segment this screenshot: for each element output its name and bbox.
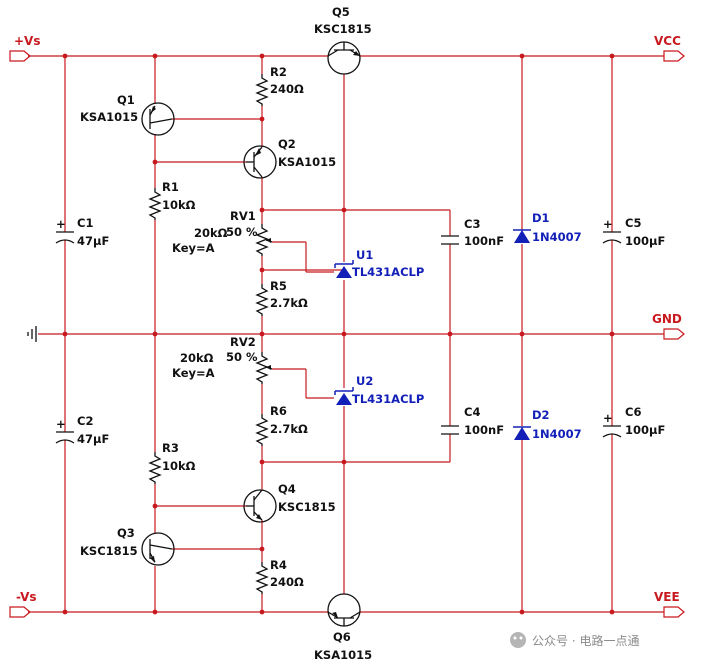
d1-ref: D1 (532, 211, 550, 225)
c1-ref: C1 (77, 216, 93, 230)
u2-ref: U2 (356, 374, 373, 388)
c6-value: 100µF (625, 423, 665, 437)
resistor-r5: R5 2.7kΩ (255, 279, 308, 316)
junctions (62, 53, 615, 615)
transistor-q3: Q3 KSC1815 (80, 526, 175, 566)
rv2-percent: 50 % (226, 350, 258, 364)
q6-part: KSA1015 (314, 648, 372, 662)
q3-ref: Q3 (117, 526, 135, 540)
svg-text:+: + (56, 217, 66, 231)
c3-value: 100nF (464, 234, 504, 248)
potentiometer-rv1: RV1 20kΩ 50 % Key=A (172, 209, 273, 256)
c2-ref: C2 (77, 414, 93, 428)
r1-ref: R1 (162, 180, 179, 194)
q5-part: KSC1815 (314, 22, 372, 36)
net-label-vs-neg: -Vs (16, 590, 37, 604)
q3-part: KSC1815 (80, 544, 138, 558)
q4-ref: Q4 (278, 482, 296, 496)
r5-value: 2.7kΩ (270, 296, 308, 310)
net-label-vee: VEE (654, 590, 680, 604)
watermark-text: 公众号 · 电路一点通 (532, 633, 639, 648)
transistor-q2: Q2 KSA1015 (243, 137, 336, 179)
q2-part: KSA1015 (278, 155, 336, 169)
capacitor-c3: C3 100nF (441, 217, 504, 248)
svg-text:+: + (603, 217, 613, 231)
c1-value: 47µF (77, 234, 109, 248)
port-vs-neg: -Vs (9, 590, 37, 618)
d2-ref: D2 (532, 408, 550, 422)
rv2-key: Key=A (172, 366, 215, 380)
r3-value: 10kΩ (162, 459, 196, 473)
diode-d2: D2 1N4007 (513, 408, 582, 441)
port-vee: VEE (654, 590, 685, 618)
u1-ref: U1 (356, 248, 373, 262)
port-vcc: VCC (654, 34, 685, 62)
q2-ref: Q2 (278, 137, 296, 151)
port-vs-pos: +Vs (9, 34, 40, 62)
c4-ref: C4 (464, 405, 480, 419)
watermark: 公众号 · 电路一点通 (510, 632, 639, 648)
u1-part: TL431ACLP (352, 265, 424, 279)
rv1-value: 20kΩ (194, 226, 228, 240)
resistor-r3: R3 10kΩ (148, 441, 196, 484)
c5-value: 100µF (625, 234, 665, 248)
transistor-q6: Q6 KSA1015 (314, 593, 372, 662)
rv2-ref: RV2 (230, 335, 256, 349)
capacitor-c2: + C2 47µF (55, 414, 109, 446)
svg-text:+: + (603, 411, 613, 425)
ground-icon (27, 326, 37, 342)
d1-part: 1N4007 (532, 230, 582, 244)
shunt-regulator-u2: U2 TL431ACLP (334, 374, 424, 406)
potentiometer-rv2: RV2 20kΩ 50 % Key=A (172, 335, 273, 384)
r6-value: 2.7kΩ (270, 422, 308, 436)
resistor-r1: R1 10kΩ (148, 180, 196, 220)
r4-value: 240Ω (270, 575, 304, 589)
port-gnd: GND (652, 312, 685, 340)
net-label-vcc: VCC (654, 34, 681, 48)
r2-ref: R2 (270, 65, 287, 79)
r3-ref: R3 (162, 441, 179, 455)
r2-value: 240Ω (270, 82, 304, 96)
r6-ref: R6 (270, 404, 287, 418)
svg-text:+: + (56, 417, 66, 431)
transistor-q5: Q5 KSC1815 (314, 5, 372, 75)
c5-ref: C5 (625, 216, 641, 230)
c4-value: 100nF (464, 423, 504, 437)
diode-d1: D1 1N4007 (513, 211, 582, 244)
c6-ref: C6 (625, 405, 641, 419)
wires (28, 55, 664, 613)
resistor-r2: R2 240Ω (255, 65, 304, 106)
transistor-q1: Q1 KSA1015 (80, 93, 175, 136)
net-label-gnd: GND (652, 312, 682, 326)
rv2-value: 20kΩ (180, 351, 214, 365)
transistor-q4: Q4 KSC1815 (243, 482, 336, 523)
r1-value: 10kΩ (162, 198, 196, 212)
q6-ref: Q6 (333, 630, 351, 644)
resistor-r6: R6 2.7kΩ (255, 404, 308, 446)
net-label-vs-pos: +Vs (14, 34, 40, 48)
q5-ref: Q5 (332, 5, 350, 19)
capacitor-c6: + C6 100µF (602, 405, 665, 438)
q1-ref: Q1 (117, 93, 135, 107)
r4-ref: R4 (270, 558, 287, 572)
capacitor-c5: + C5 100µF (602, 216, 665, 248)
rv1-key: Key=A (172, 241, 215, 255)
r5-ref: R5 (270, 279, 287, 293)
resistor-r4: R4 240Ω (255, 558, 304, 594)
c2-value: 47µF (77, 432, 109, 446)
q4-part: KSC1815 (278, 500, 336, 514)
capacitor-c1: + C1 47µF (55, 216, 109, 248)
u2-part: TL431ACLP (352, 392, 424, 406)
rv1-ref: RV1 (230, 209, 256, 223)
rv1-percent: 50 % (226, 225, 258, 239)
q1-part: KSA1015 (80, 110, 138, 124)
c3-ref: C3 (464, 217, 480, 231)
d2-part: 1N4007 (532, 427, 582, 441)
shunt-regulator-u1: U1 TL431ACLP (334, 248, 424, 279)
capacitor-c4: C4 100nF (441, 405, 504, 437)
